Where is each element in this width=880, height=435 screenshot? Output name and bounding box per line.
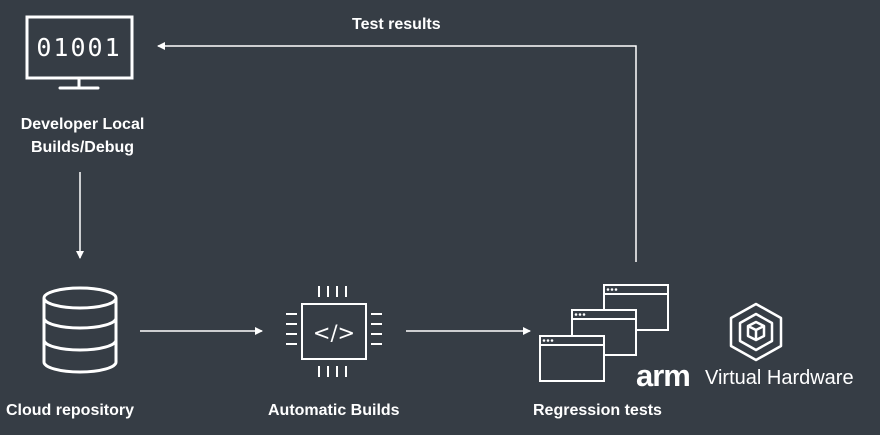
browser-windows-icon xyxy=(539,284,669,382)
arrow-test-results xyxy=(157,42,637,262)
automatic-builds-label: Automatic Builds xyxy=(268,402,400,419)
monitor-icon xyxy=(25,15,134,90)
developer-label: Developer Local Builds/Debug xyxy=(0,113,165,159)
code-brackets-text: </> xyxy=(313,321,355,345)
developer-label-line1: Developer Local xyxy=(20,116,145,133)
developer-label-line2: Builds/Debug xyxy=(30,139,135,156)
chip-icon xyxy=(286,286,382,377)
test-results-label: Test results xyxy=(352,16,441,33)
cloud-repository-label: Cloud repository xyxy=(6,402,135,419)
virtual-hardware-label: Virtual Hardware xyxy=(705,367,854,389)
database-icon xyxy=(42,286,118,374)
regression-tests-label: Regression tests xyxy=(533,402,662,419)
arm-wordmark: arm xyxy=(636,358,691,393)
arm-cube-logo-icon xyxy=(729,302,783,362)
binary-screen-text: 01001 xyxy=(36,33,121,62)
